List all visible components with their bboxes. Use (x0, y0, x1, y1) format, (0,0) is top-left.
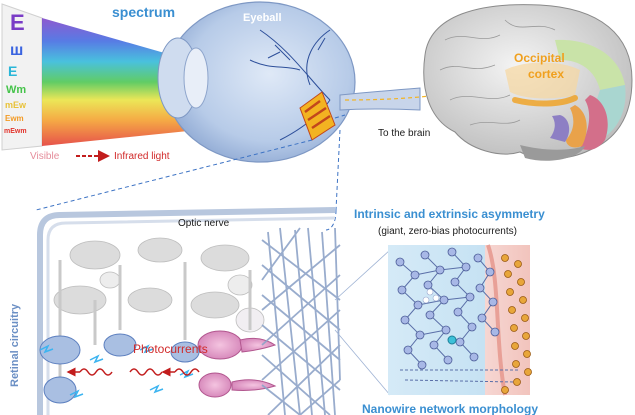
spectrum-label: spectrum (112, 4, 175, 20)
brain (423, 4, 633, 161)
intrinsic-sublabel: (giant, zero-bias photocurrents) (378, 226, 517, 237)
eye-chart-row-2: ш (10, 42, 23, 59)
eye-chart-row-4: Wm (6, 84, 26, 96)
crystal-zoom-lines (334, 249, 391, 396)
spectrum-legend: Visible Infrared light (30, 150, 170, 162)
eye-chart-row-7: mEwm (4, 128, 27, 135)
retinal-circuitry-label: Retinal circuitry (9, 303, 21, 387)
infrared-label: Infrared light (114, 151, 170, 162)
zoom-lines (35, 114, 346, 231)
crystal-structure-panel (388, 244, 532, 396)
intrinsic-label: Intrinsic and extrinsic asymmetry (354, 207, 545, 221)
nanowire-label: Nanowire network morphology (362, 402, 538, 415)
nanowire-mesh (261, 227, 341, 415)
retinal-circuitry-panel: Optic nerve Photocurrents Retinal circui… (9, 207, 336, 415)
eye-chart-row-3: E (8, 63, 17, 79)
occipital-label-line2: cortex (528, 67, 564, 81)
eyeball (157, 1, 421, 163)
to-brain-label: To the brain (378, 128, 430, 139)
optic-nerve-label: Optic nerve (178, 218, 230, 229)
occipital-label-line1: Occipital (514, 51, 565, 65)
retina-patch (299, 91, 336, 141)
eye-chart-row-1: E (10, 10, 25, 35)
eyeball-label: Eyeball (243, 12, 282, 24)
eye-chart-row-6: Ewm (5, 114, 24, 123)
visible-label: Visible (30, 151, 60, 162)
photocurrents-label: Photocurrents (133, 342, 208, 356)
eye-chart: E ш E Wm mEw Ewm mEwm (1, 3, 43, 151)
eye-chart-row-5: mEw (5, 100, 27, 110)
